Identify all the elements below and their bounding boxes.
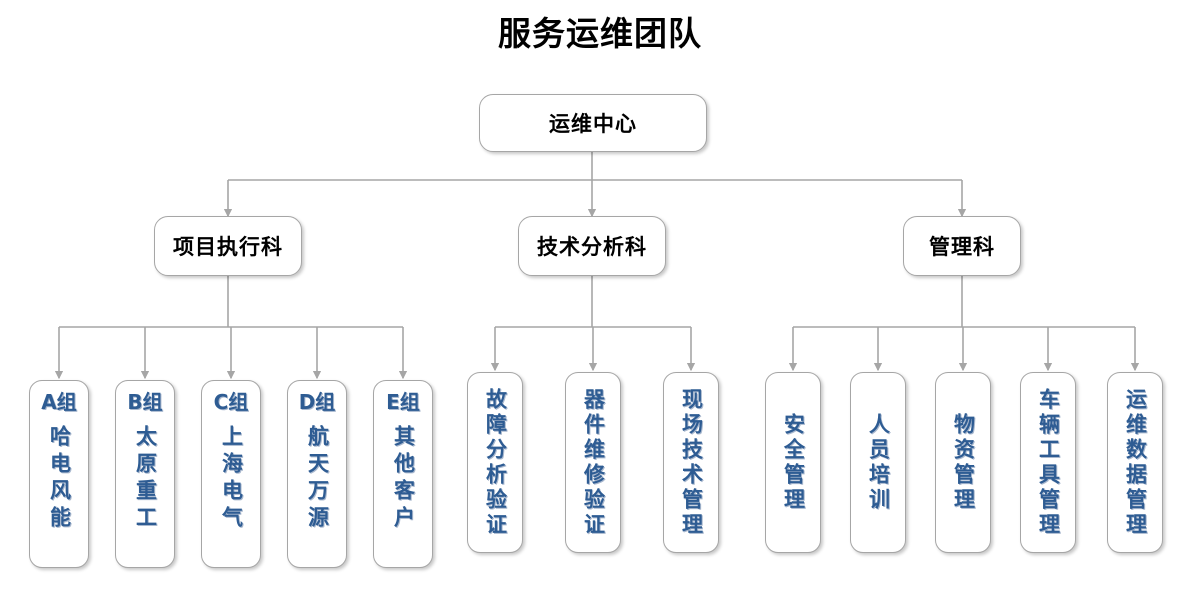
node-leaf-name: 物资管理 xyxy=(951,412,976,513)
node-vehicle-tool-management[interactable]: 车辆工具管理 xyxy=(1020,372,1076,553)
node-leaf-name: 安全管理 xyxy=(781,412,806,513)
node-root[interactable]: 运维中心 xyxy=(479,94,707,152)
node-dept-label: 技术分析科 xyxy=(537,235,647,259)
node-group-name: 其他客户 xyxy=(391,425,416,533)
node-safety-management[interactable]: 安全管理 xyxy=(765,372,821,553)
node-group-name: 航天万源 xyxy=(305,425,330,533)
node-group-d[interactable]: D组 航天万源 xyxy=(287,380,347,568)
node-operation-data-management[interactable]: 运维数据管理 xyxy=(1107,372,1163,553)
node-fault-analysis-verification[interactable]: 故障分析验证 xyxy=(467,372,523,553)
node-group-code: C组 xyxy=(213,390,249,414)
node-group-code: D组 xyxy=(298,390,336,414)
node-leaf-name: 车辆工具管理 xyxy=(1036,387,1061,538)
node-root-label: 运维中心 xyxy=(549,112,637,136)
node-dept-label: 管理科 xyxy=(929,235,995,259)
node-personnel-training[interactable]: 人员培训 xyxy=(850,372,906,553)
page-title: 服务运维团队 xyxy=(498,14,702,53)
node-dept-technical-analysis[interactable]: 技术分析科 xyxy=(518,216,666,276)
node-leaf-name: 器件维修验证 xyxy=(581,387,606,538)
node-group-e[interactable]: E组 其他客户 xyxy=(373,380,433,568)
node-leaf-name: 人员培训 xyxy=(866,412,891,513)
node-dept-project-execution[interactable]: 项目执行科 xyxy=(154,216,302,276)
node-leaf-name: 故障分析验证 xyxy=(483,387,508,538)
node-group-c[interactable]: C组 上海电气 xyxy=(201,380,261,568)
node-group-a[interactable]: A组 哈电风能 xyxy=(29,380,89,568)
node-component-repair-verification[interactable]: 器件维修验证 xyxy=(565,372,621,553)
node-dept-label: 项目执行科 xyxy=(173,235,283,259)
node-group-name: 哈电风能 xyxy=(47,425,72,533)
node-leaf-name: 现场技术管理 xyxy=(679,387,704,538)
node-group-code: E组 xyxy=(386,390,420,414)
node-group-name: 太原重工 xyxy=(133,425,158,533)
node-dept-management[interactable]: 管理科 xyxy=(903,216,1021,276)
node-group-name: 上海电气 xyxy=(219,425,244,533)
node-group-b[interactable]: B组 太原重工 xyxy=(115,380,175,568)
node-material-management[interactable]: 物资管理 xyxy=(935,372,991,553)
node-group-code: B组 xyxy=(127,390,163,414)
node-leaf-name: 运维数据管理 xyxy=(1123,387,1148,538)
node-group-code: A组 xyxy=(41,390,77,414)
node-onsite-technical-management[interactable]: 现场技术管理 xyxy=(663,372,719,553)
